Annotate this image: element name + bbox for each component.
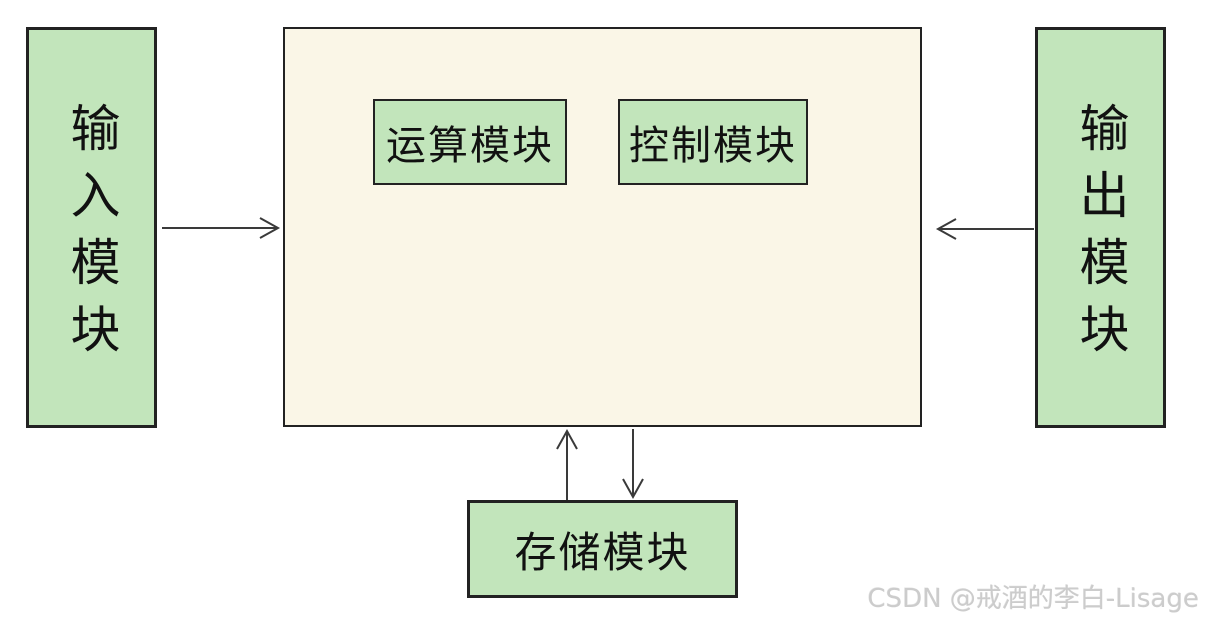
storage-module-box: 存储模块 [467,500,738,598]
output-module-box: 输出模块 [1035,27,1166,428]
output-to-host-arrow [935,218,1034,240]
watermark-text: CSDN @戒酒的李白-Lisage [867,584,1199,614]
input-module-label: 输入模块 [62,102,121,370]
alu-module-label: 运算模块 [386,123,554,169]
host-to-storage-arrow [622,429,644,500]
host-unit-box [283,27,922,427]
input-module-box: 输入模块 [26,27,157,428]
control-module-label: 控制模块 [629,123,797,169]
storage-to-host-arrow [556,428,578,500]
alu-module-box: 运算模块 [373,99,567,185]
control-module-box: 控制模块 [618,99,808,185]
input-to-host-arrow [162,217,281,239]
output-module-label: 输出模块 [1071,102,1130,370]
storage-module-label: 存储模块 [514,527,691,577]
